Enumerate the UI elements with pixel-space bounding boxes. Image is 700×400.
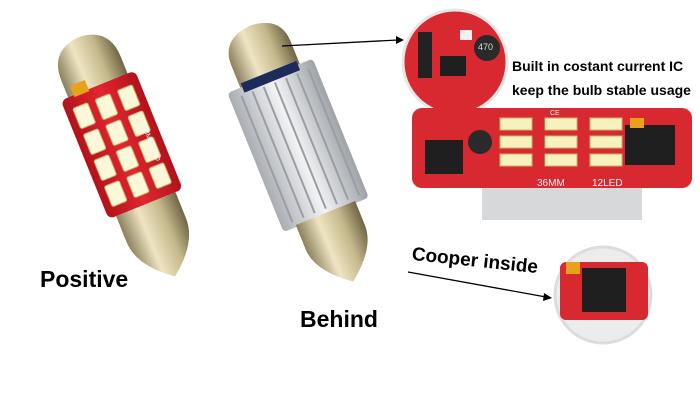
cooper-detail-magnifier [553,245,653,345]
ic-detail-magnifier [401,8,509,116]
bulb-positive [58,34,189,277]
arrow-to-ic [281,36,404,47]
pcb-led-grid [499,117,623,167]
resistor-code-text: 470 [478,42,494,52]
led-chip-grid [72,84,172,207]
ce-mark-text: CE [550,110,560,117]
board-size-text: 36MM [537,178,565,189]
bulb-behind [228,22,368,282]
arrow-to-cooper [407,271,552,301]
label-ic-line2: keep the bulb stable usage [512,82,691,98]
label-ic-line1: Built in costant current IC [512,58,684,74]
board-led-count-text: 12LED [592,178,623,189]
label-positive: Positive [40,266,129,292]
label-behind: Behind [300,306,378,332]
pcb-board-detail [412,108,692,220]
